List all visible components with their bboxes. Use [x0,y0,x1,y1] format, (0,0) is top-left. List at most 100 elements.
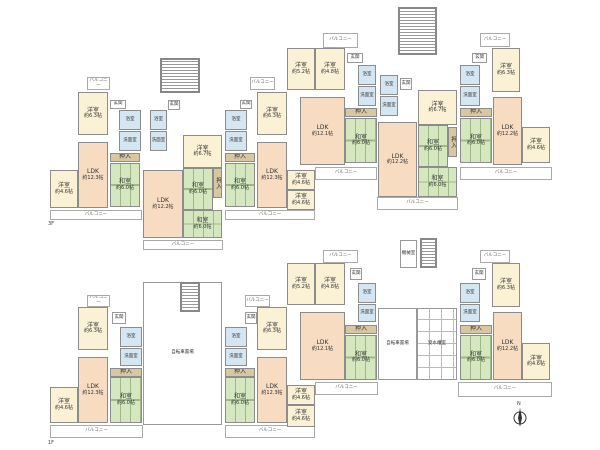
room-name: 押入 [233,153,246,161]
tatami-room: 和室約6.0帖 [418,167,457,197]
room-name: 玄関 [350,54,360,60]
closet: 押入 [460,108,492,117]
room-name: 押入 [119,368,132,376]
balcony: バルコニー [143,240,223,250]
room-name: バルコニー [329,253,352,259]
room-name: 洋室 [265,321,278,329]
room-name: 自転車置場 [386,340,409,346]
room-name: 洗面室 [229,137,243,143]
room-name: 浴室 [362,289,372,295]
western-room: 洋室約4.6帖 [287,190,315,210]
room-name: 洋室 [499,278,512,286]
western-room: 洋室約4.8帖 [315,263,345,305]
room-name: 洗面室 [123,137,137,143]
room-area: 約6.0帖 [352,357,370,364]
western-room: 洋室約4.6帖 [522,343,550,380]
room-name: 洋室 [499,63,512,71]
room-name: 押入 [354,325,367,333]
room-name: 押入 [449,136,457,148]
room-name: 浴室 [384,81,394,87]
western-room: 洋室約5.2帖 [287,48,315,90]
room-area: 約6.7帖 [428,107,447,114]
bath-area: 浴室 [225,327,247,347]
tatami-room: 和室約6.0帖 [183,210,222,238]
room-name: LDK [157,197,169,205]
western-room: 洋室約6.3帖 [257,92,287,135]
north-label: N [517,401,521,407]
western-room: 洋室約4.6帖 [287,405,315,427]
room-name: 洋室 [323,277,336,285]
bath-area: 浴室 [460,65,480,85]
room-area: 約4.8帖 [321,68,339,75]
closet: 押入 [345,108,377,117]
closet: 押入 [225,153,255,162]
balcony: バルコニー [458,382,552,397]
room-name: バルコニー [89,295,108,305]
common-area: 玄関 [245,312,257,324]
room-name: 玄関 [351,270,361,276]
room-name: 玄関 [114,314,124,320]
room-name: 洗面室 [463,309,477,315]
bath-area: 洗面室 [358,86,376,106]
room-name: LDK [316,124,329,132]
common-area: 玄関 [110,100,126,109]
bath-area: 洗面室 [225,131,247,151]
room-name: 玄関 [246,314,256,320]
room-area: 約4.6帖 [292,179,310,186]
western-room: 洋室約5.2帖 [287,263,315,305]
room-area: 約12.2帖 [496,130,519,137]
bath-area: 浴室 [460,283,480,303]
room-area: 約12.1帖 [311,345,334,352]
closet: 押入 [110,153,140,162]
room-name: 浴室 [125,116,135,122]
room-area: 約6.3帖 [263,328,281,335]
bath-area: 浴室 [358,65,376,85]
room-area: 約6.3帖 [84,328,102,335]
closet: 押入 [345,325,377,334]
room-area: 約6.0帖 [189,188,207,195]
room-name: バルコニー [85,428,108,434]
balcony: バルコニー [87,77,110,90]
room-name: 洋室 [529,354,542,362]
western-room: 洋室約6.7帖 [418,90,457,125]
room-name: 玄関 [169,101,179,107]
room-name: LDK [316,339,329,347]
room-name: バルコニー [483,253,507,259]
room-name: 洋室 [265,106,278,114]
room-name: LDK [87,168,99,176]
room-name: 和室 [431,175,444,183]
room-area: 約6.0帖 [231,399,249,406]
bath-area: 浴室 [358,283,376,303]
staircase [160,58,200,93]
room-name: 洗面室 [229,353,243,359]
room-name: バルコニー [84,211,108,217]
room-name: 洋室 [294,62,307,70]
tatami-room: 和室約6.0帖 [225,163,255,207]
room-area: 約6.0帖 [116,184,134,191]
western-room: 洋室約4.6帖 [50,170,78,208]
balcony: バルコニー [315,167,377,180]
western-room: 洋室約6.3帖 [78,307,108,350]
room-area: 約4.6帖 [527,361,545,368]
room-name: 洋室 [294,173,307,181]
tatami-room: 和室約6.0帖 [345,118,377,163]
room-name: バルコニー [329,37,352,43]
room-name: バルコニー [258,211,282,217]
staircase [398,7,437,55]
room-area: 約6.0帖 [117,399,135,406]
bath-area: 浴室 [119,110,141,130]
room-name: バルコニー [483,36,507,42]
common-area: 玄関 [168,100,180,110]
room-area: 約6.3帖 [497,284,515,291]
room-area: 約12.3帖 [82,174,104,181]
tatami-room: 和室約6.0帖 [183,168,213,210]
room-name: LDK [501,124,514,132]
western-room: 洋室約4.8帖 [315,48,345,90]
balcony: バルコニー [323,33,358,48]
balcony: バルコニー [323,250,358,263]
floor-label-1f: 1F [48,440,55,446]
